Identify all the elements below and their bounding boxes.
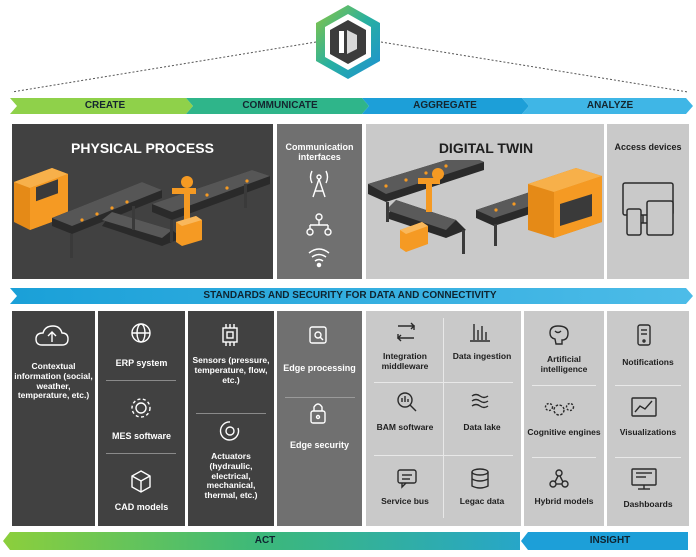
integration-label: Integration middleware <box>381 351 429 371</box>
edge-security-label: Edge security <box>289 440 350 450</box>
stage-aggregate: AGGREGATE <box>413 100 477 111</box>
hybrid-nodes-icon <box>549 469 569 488</box>
stage-communicate: COMMUNICATE <box>242 100 318 111</box>
arrow-insight <box>521 532 688 550</box>
brain-icon <box>549 325 569 345</box>
edge-processing-icon <box>309 326 327 344</box>
globe-icon <box>131 323 151 343</box>
chip-icon <box>222 324 238 346</box>
digital-twin-title: DIGITAL TWIN <box>438 140 534 156</box>
dashboards-label: Dashboards <box>623 499 673 509</box>
contextual-label: Contextual information (social, weather,… <box>14 361 93 401</box>
sync-arrows-icon <box>397 322 415 342</box>
divider <box>532 457 596 458</box>
standards-banner: STANDARDS AND SECURITY FOR DATA AND CONN… <box>203 290 497 301</box>
contextual-panel <box>12 311 95 526</box>
antenna-icon <box>309 170 329 198</box>
roof-line-left <box>11 41 317 93</box>
arrow-aggregate <box>362 98 529 114</box>
dashboard-monitor-icon <box>631 468 657 490</box>
divider <box>285 397 355 398</box>
cognitive-label: Cognitive engines <box>527 427 601 437</box>
communication-title: Communication interfaces <box>285 142 354 163</box>
mes-label: MES software <box>111 431 171 441</box>
wifi-icon <box>308 248 330 268</box>
digital-twin-illustration <box>368 160 602 254</box>
analytics-panel <box>524 311 604 526</box>
bottom-arrows <box>3 532 688 550</box>
access-devices-icon <box>622 182 674 236</box>
stage-arrows <box>10 98 693 114</box>
cognitive-gears-icon <box>544 402 575 416</box>
waves-icon <box>471 393 489 409</box>
hexagon-logo-icon <box>316 5 380 79</box>
arrow-communicate <box>186 98 369 114</box>
act-label: ACT <box>254 535 276 546</box>
divider <box>106 380 176 381</box>
actuators-label: Actuators (hydraulic, electrical, mechan… <box>204 451 258 501</box>
standards-banner-arrow <box>10 288 693 304</box>
physical-process-title: PHYSICAL PROCESS <box>71 140 214 156</box>
chat-bubble-icon <box>397 469 417 489</box>
magnifier-chart-icon <box>397 392 417 412</box>
access-devices-title: Access devices <box>614 142 682 152</box>
stage-analyze: ANALYZE <box>586 100 634 111</box>
cube-icon <box>131 470 151 493</box>
arrow-analyze <box>522 98 693 114</box>
arrow-create <box>10 98 193 114</box>
edge-processing-label: Edge processing <box>283 363 356 373</box>
visualizations-label: Visualizations <box>619 427 677 437</box>
erp-label: ERP system <box>115 358 168 368</box>
bus-label: Service bus <box>381 496 429 506</box>
database-icon <box>471 468 489 489</box>
lock-icon <box>310 403 326 424</box>
cad-label: CAD models <box>114 502 169 512</box>
lake-label: Data lake <box>463 422 501 432</box>
factory-line-illustration <box>14 168 270 258</box>
hybrid-label: Hybrid models <box>534 496 594 506</box>
insight-label: INSIGHT <box>589 535 631 546</box>
cloud-upload-icon <box>35 325 69 346</box>
ingestion-label: Data ingestion <box>452 351 512 361</box>
divider <box>106 453 176 454</box>
divider <box>532 385 596 386</box>
actuator-icon <box>219 421 240 441</box>
visualization-monitor-icon <box>631 397 657 417</box>
divider <box>196 413 266 414</box>
sensors-actuators-panel <box>188 311 274 526</box>
network-hierarchy-icon <box>306 213 332 236</box>
divider <box>615 457 681 458</box>
gear-icon <box>131 398 151 418</box>
stage-create: CREATE <box>84 100 126 111</box>
bam-label: BAM software <box>376 422 434 432</box>
divider <box>615 385 681 386</box>
insight-outputs-panel <box>607 311 689 526</box>
communication-panel <box>277 124 362 279</box>
bar-chart-icon <box>470 324 490 342</box>
phone-icon <box>637 324 651 346</box>
communication-icons <box>306 170 332 268</box>
legacy-label: Legac data <box>459 496 505 506</box>
notifications-label: Notifications <box>622 357 674 367</box>
sensors-label: Sensors (pressure, temperature, flow, et… <box>192 355 270 385</box>
header-logo-area <box>11 5 689 93</box>
divider <box>443 318 444 518</box>
arrow-act <box>3 532 520 550</box>
ai-label: Artificial intelligence <box>540 354 588 374</box>
